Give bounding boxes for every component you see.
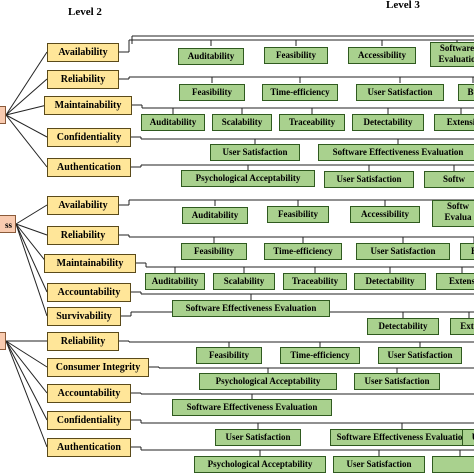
connector-line [5, 340, 48, 448]
level2-availability: Availability [47, 196, 119, 215]
level3-feasibility: Feasibility [179, 84, 245, 101]
level3-feasibility: Feasibility [264, 47, 328, 64]
level3-u: U [462, 429, 474, 446]
level3-auditability: Auditability [178, 48, 244, 65]
level2-maintainability: Maintainability [44, 254, 136, 273]
level2-maintainability: Maintainability [44, 96, 132, 115]
connector-line [15, 223, 48, 317]
level2-accountability: Accountability [47, 384, 131, 403]
level3-software-effectiveness-evaluation: Software Effectiveness Evaluation [172, 399, 332, 416]
level2-header: Level 2 [68, 6, 102, 18]
level1-node-2: ss [0, 215, 16, 233]
level3-extensi: Extensi [434, 114, 474, 131]
level2-confidentiality: Confidentiality [47, 411, 131, 430]
level3-detectability: Detectability [354, 273, 426, 290]
level3-auditability: Auditability [145, 273, 205, 290]
level2-reliability: Reliability [47, 70, 119, 89]
level2-availability: Availability [47, 43, 119, 62]
level3-software-effectiveness-evaluation: Software Effectiveness Evaluation [318, 144, 474, 161]
level3-user-satisfaction: User Satisfaction [354, 373, 440, 390]
level1-node-1 [0, 106, 6, 124]
level3-psychological-acceptability: Psychological Acceptability [181, 170, 315, 187]
level3-feasibility: Feasibility [196, 347, 262, 364]
level3-extens: Extens [436, 273, 474, 290]
connector-line [5, 114, 48, 168]
level3-time-efficiency: Time-efficiency [264, 243, 342, 260]
level2-reliability: Reliability [47, 332, 119, 351]
level3-software-effectiveness-evaluation: Software Effectiveness Evaluation [330, 429, 474, 446]
level3-feasibility: Feasibility [181, 243, 247, 260]
level3-time-efficiency: Time-efficiency [280, 347, 360, 364]
level3-auditability: Auditability [141, 114, 205, 131]
connector-line [15, 204, 48, 225]
level1-node-3 [0, 332, 6, 350]
level3-time-efficiency: Time-efficiency [262, 84, 338, 101]
connector-line [5, 78, 48, 116]
level3-traceability: Traceability [279, 114, 345, 131]
level3-softw: Softw [424, 171, 474, 188]
level3-software-evaluation: Softw Evalua [432, 200, 474, 227]
level3-detectability: Detectability [352, 114, 424, 131]
level3-accessibility: Accessibility [350, 206, 420, 223]
level3-feasibility: Feasibility [267, 206, 329, 223]
level3-traceability: Traceability [283, 273, 347, 290]
level3-software-effectiveness-evaluation: Software Effectiveness Evaluation [172, 300, 330, 317]
level3-psychological-acceptability: Psychological Acceptability [194, 456, 326, 473]
connector-line [5, 340, 48, 394]
connector-line [5, 114, 48, 138]
level3-user-satisfaction: User Satisfaction [378, 347, 462, 364]
connector-line [5, 104, 48, 116]
level3-accessibility: Accessibility [348, 47, 416, 64]
level3-clipped-node [432, 456, 474, 473]
connector-line [15, 223, 48, 293]
level3-header: Level 3 [386, 0, 420, 11]
level3-user-satisfaction: User Satisfaction [356, 84, 444, 101]
level3-scalability: Scalability [212, 114, 272, 131]
level3-user-satisfaction: User Satisfaction [210, 144, 300, 161]
level3-b: B [460, 243, 474, 260]
level2-survivability: Survivability [47, 307, 121, 326]
level2-reliability: Reliability [47, 226, 119, 245]
connector-line [5, 51, 48, 116]
connector-line [15, 223, 48, 236]
connector-line [5, 340, 48, 368]
level2-authentication: Authentication [47, 158, 131, 177]
level3-user-satisfaction: User Satisfaction [324, 171, 414, 188]
level2-consumer-integrity: Consumer Integrity [47, 358, 149, 377]
level3-auditability: Auditability [182, 207, 248, 224]
level3-bu: Bu [458, 84, 474, 101]
level3-user-satisfaction: User Satisfaction [356, 243, 450, 260]
level3-user-satisfaction: User Satisfaction [333, 456, 425, 473]
level3-exte: Exte [450, 318, 474, 335]
connector-line [15, 223, 48, 264]
level2-accountability: Accountability [47, 283, 131, 302]
level2-authentication: Authentication [47, 438, 131, 457]
level3-software-evaluation: Software Evaluatio [430, 42, 474, 67]
level3-scalability: Scalability [213, 273, 275, 290]
level3-user-satisfaction: User Satisfaction [215, 429, 301, 446]
level3-detectability: Detectability [367, 318, 439, 335]
connector-line [5, 340, 48, 421]
level2-confidentiality: Confidentiality [47, 128, 131, 147]
level3-psychological-acceptability: Psychological Acceptability [199, 373, 337, 390]
